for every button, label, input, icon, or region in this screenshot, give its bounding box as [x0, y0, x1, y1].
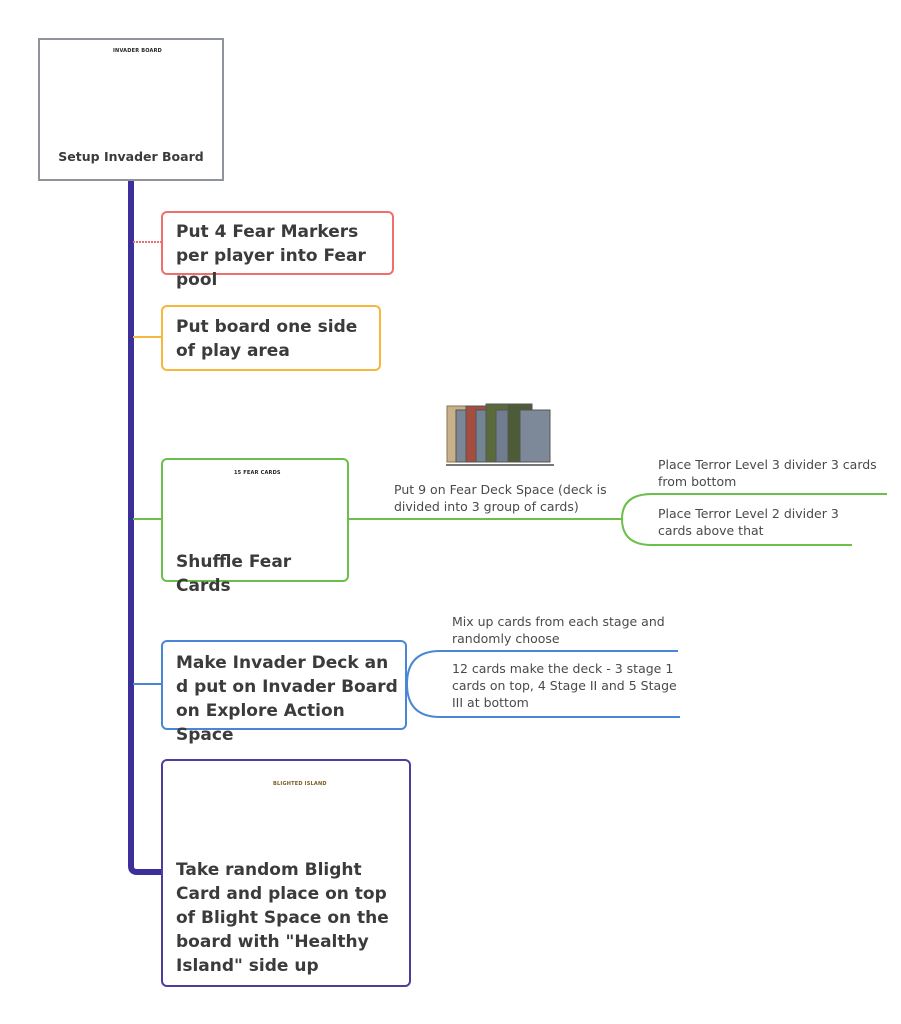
node-board-side[interactable]: Put board one side of play area: [161, 305, 381, 371]
node-board-side-text: Put board one side of play area: [176, 317, 358, 361]
node-invader-deck-text: Make Invader Deck an d put on Invader Bo…: [176, 653, 398, 745]
node-invader-deck[interactable]: Make Invader Deck an d put on Invader Bo…: [161, 640, 407, 745]
trunk-line: [128, 178, 165, 875]
note-fear-deck-space[interactable]: Put 9 on Fear Deck Space (deck is divide…: [394, 482, 607, 514]
blight-card-caption: BLIGHTED ISLAND: [273, 781, 327, 787]
note-twelve-cards[interactable]: 12 cards make the deck - 3 stage 1 cards…: [452, 661, 677, 710]
node-fear-markers-text: Put 4 Fear Markers per player into Fear …: [176, 222, 366, 290]
terror3-line: [621, 493, 887, 520]
twelve-cards-line: [406, 683, 680, 718]
note-terror-level-3[interactable]: Place Terror Level 3 divider 3 cards fro…: [658, 457, 877, 489]
node-blight-card[interactable]: BLIGHTED ISLAND Take random Blight Card …: [161, 759, 411, 987]
node-blight-card-text: Take random Blight Card and place on top…: [176, 860, 389, 976]
invader-board-caption: INVADER BOARD: [113, 48, 162, 54]
fear-deck-image: [444, 403, 554, 466]
root-node-title: Setup Invader Board: [58, 149, 204, 164]
root-node-setup-invader-board[interactable]: INVADER BOARD Setup Invader Board: [38, 38, 224, 181]
node-shuffle-fear-cards-text: Shuffle Fear Cards: [176, 552, 292, 596]
note-terror-level-2[interactable]: Place Terror Level 2 divider 3 cards abo…: [658, 506, 839, 538]
terror2-line: [621, 518, 852, 546]
fear-cards-caption: 15 FEAR CARDS: [234, 470, 281, 476]
mix-cards-line: [406, 650, 678, 685]
node-fear-markers[interactable]: Put 4 Fear Markers per player into Fear …: [161, 211, 394, 290]
node-shuffle-fear-cards[interactable]: 15 FEAR CARDS Shuffle Fear Cards: [161, 458, 349, 596]
note-mix-up-cards[interactable]: Mix up cards from each stage and randoml…: [452, 614, 665, 646]
